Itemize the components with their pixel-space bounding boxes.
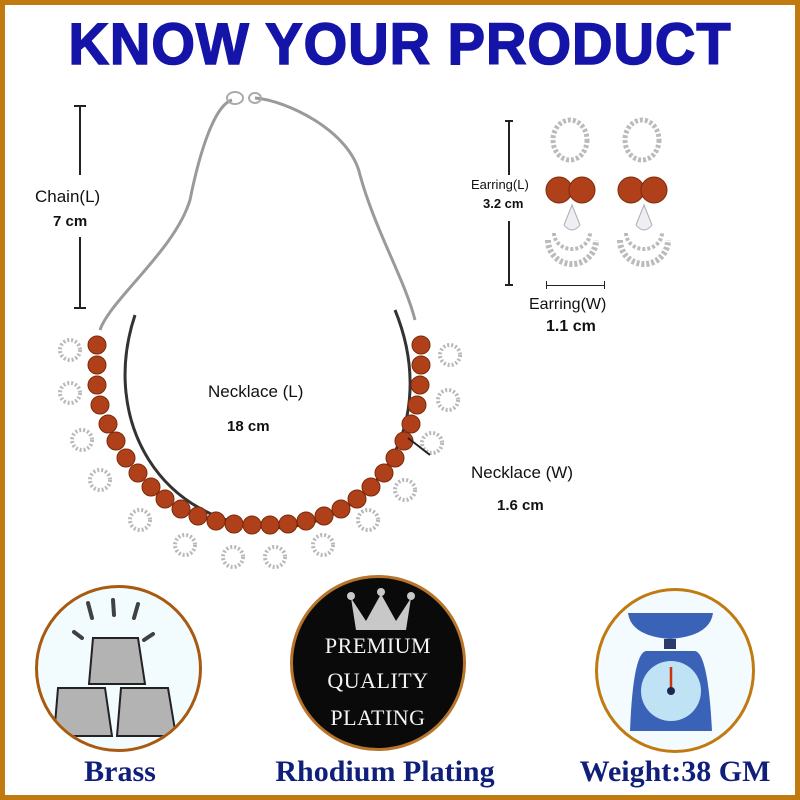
badge-line-plating: PLATING: [330, 705, 426, 730]
brass-badge: [35, 585, 202, 752]
necklace-length-value: 18 cm: [227, 418, 270, 435]
badge-line-premium: PREMIUM: [324, 633, 432, 658]
feature-label-brass: Brass: [84, 755, 156, 788]
chain-length-label: Chain(L): [35, 187, 101, 206]
feature-label-weight: Weight:38 GM: [579, 755, 771, 788]
weighing-scale-icon: [628, 613, 713, 731]
brass-bars-icon: [52, 598, 178, 737]
earrings-image: [545, 115, 680, 285]
earring-length-value: 3.2 cm: [483, 196, 524, 211]
earring-marker-bottom-cap: [505, 284, 513, 286]
chain-marker-bottom-cap: [74, 307, 86, 309]
crown-icon: [347, 588, 415, 630]
earring-width-value: 1.1 cm: [546, 318, 596, 335]
page-title: KNOW YOUR PRODUCT: [68, 10, 732, 78]
necklace-length-label: Necklace (L): [208, 382, 304, 401]
earring-width-cap-left: [546, 281, 547, 289]
earring-marker-line-top: [508, 120, 510, 175]
earring-width-label: Earring(W): [529, 296, 607, 313]
necklace-width-value: 1.6 cm: [497, 497, 544, 514]
weight-badge: [595, 588, 755, 753]
earring-length-label: Earring(L): [471, 177, 529, 192]
chain-marker-line-top: [79, 105, 81, 175]
earring-marker-line-bottom: [508, 221, 510, 286]
chain-marker-line-bottom: [79, 237, 81, 309]
necklace-width-label: Necklace (W): [471, 463, 574, 482]
badge-line-quality: QUALITY: [327, 668, 429, 693]
chain-length-value: 7 cm: [53, 213, 88, 230]
earring-width-marker: [547, 285, 605, 286]
premium-plating-badge: PREMIUM QUALITY PLATING: [290, 575, 466, 751]
feature-label-rhodium-plating: Rhodium Plating: [275, 755, 495, 788]
earring-width-cap-right: [604, 281, 605, 289]
